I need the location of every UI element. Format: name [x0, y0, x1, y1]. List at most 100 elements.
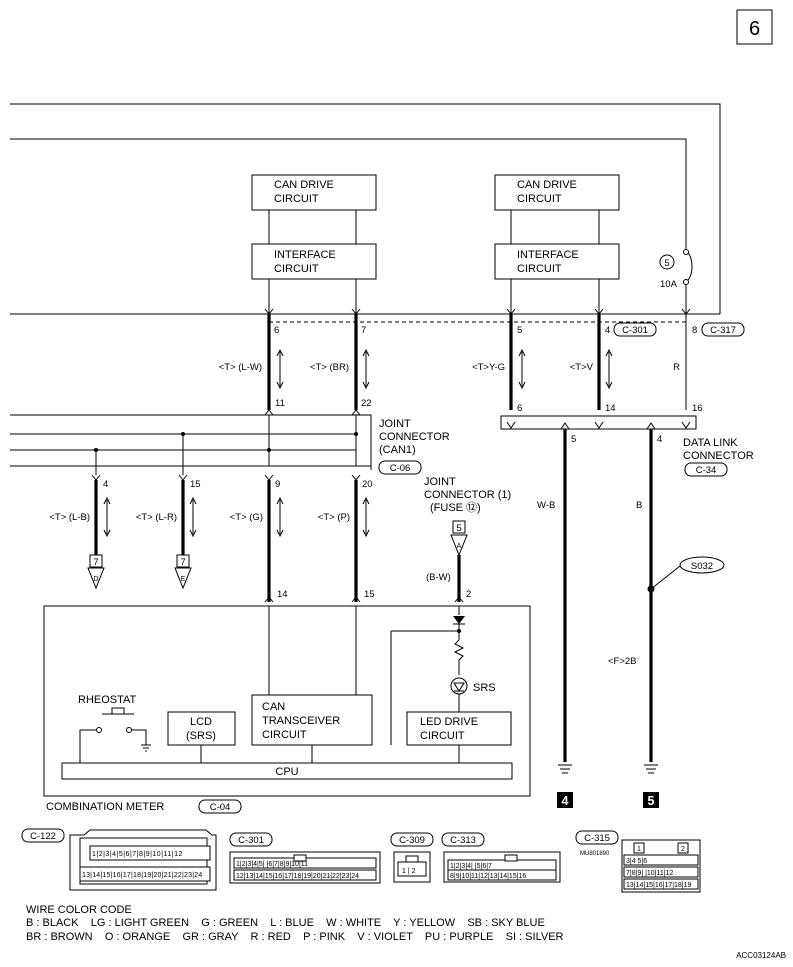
svg-text:R: R — [673, 362, 680, 373]
svg-text:2: 2 — [466, 589, 471, 600]
svg-text:12|13|14|15|16|17|18|19|20|21|: 12|13|14|15|16|17|18|19|20|21|22|23|24 — [236, 873, 359, 880]
svg-text:5: 5 — [648, 794, 655, 808]
connector-c309-face: 1 | 2 — [393, 851, 431, 883]
fuse-number: 5 — [664, 258, 669, 269]
svg-text:<T>Y-G: <T>Y-G — [472, 362, 505, 373]
connector-code: MU801890 — [580, 851, 610, 857]
svg-text:1 | 2: 1 | 2 — [402, 868, 416, 875]
color-code-title: WIRE COLOR CODE — [26, 904, 132, 916]
connector-c06-label: C-06 — [390, 463, 411, 474]
svg-text:5: 5 — [456, 523, 461, 534]
svg-text:11: 11 — [275, 398, 285, 409]
svg-text:4: 4 — [562, 794, 569, 808]
svg-text:LED DRIVE: LED DRIVE — [420, 716, 478, 728]
svg-text:4: 4 — [103, 479, 108, 490]
page-number-box — [736, 9, 773, 45]
svg-text:20: 20 — [362, 479, 373, 490]
svg-text:CIRCUIT: CIRCUIT — [517, 193, 562, 205]
svg-text:DATA LINK: DATA LINK — [683, 437, 738, 449]
svg-text:14: 14 — [277, 589, 288, 600]
svg-text:JOINT: JOINT — [424, 476, 456, 488]
connector-c301-label: C-301 — [622, 325, 648, 336]
svg-text:<T> (L-W): <T> (L-W) — [219, 362, 262, 373]
ground-ref-5 — [643, 792, 659, 808]
c309-label: C-309 — [399, 835, 425, 846]
svg-text:7: 7 — [93, 557, 98, 568]
svg-text:A: A — [457, 543, 462, 550]
svg-text:CONNECTOR (1): CONNECTOR (1) — [424, 489, 511, 501]
document-code: ACC03124AB — [736, 951, 786, 960]
svg-text:CIRCUIT: CIRCUIT — [517, 263, 562, 275]
color-code-line1: B : BLACK LG : LIGHT GREEN G : GREEN L :… — [26, 917, 545, 929]
svg-text:9: 9 — [275, 479, 280, 490]
ground-ref-4 — [557, 792, 573, 808]
svg-text:<F>2B: <F>2B — [608, 656, 637, 667]
c313-label: C-313 — [450, 835, 476, 846]
svg-text:14: 14 — [605, 403, 616, 414]
svg-text:CIRCUIT: CIRCUIT — [420, 730, 465, 742]
svg-text:15: 15 — [364, 589, 375, 600]
ref-arrow-e: 7 E — [174, 554, 192, 590]
svg-text:<T> (L-B): <T> (L-B) — [49, 512, 90, 523]
svg-text:TRANSCEIVER: TRANSCEIVER — [262, 715, 340, 727]
ref-arrow-d: 7 D — [87, 554, 105, 590]
svg-text:1: 1 — [637, 846, 641, 853]
svg-text:(CAN1): (CAN1) — [379, 444, 416, 456]
c301-label: C-301 — [238, 835, 264, 846]
svg-text:W-B: W-B — [537, 500, 555, 511]
svg-text:(SRS): (SRS) — [186, 730, 216, 742]
c122-label: C-122 — [30, 831, 56, 842]
can-transceiver-circuit — [251, 694, 373, 746]
svg-text:CONNECTOR: CONNECTOR — [379, 431, 450, 443]
svg-text:2: 2 — [681, 846, 685, 853]
connector-c315-face: 1 2 3|4 5|6 7|8|9| |10|11|12 13|14|15|16… — [621, 839, 701, 893]
svg-text:1|2|3|4| |5|6|7: 1|2|3|4| |5|6|7 — [450, 863, 492, 870]
svg-text:4: 4 — [605, 325, 610, 336]
svg-text:22: 22 — [361, 398, 372, 409]
ground-symbol-internal — [141, 744, 151, 752]
page-number: 6 — [749, 18, 760, 40]
svg-text:5: 5 — [517, 325, 522, 336]
svg-text:COMBINATION METER: COMBINATION METER — [46, 801, 164, 813]
svg-text:CIRCUIT: CIRCUIT — [274, 193, 319, 205]
connector-c301-face: 1|2|3|4|5| |6|7|8|9|10|11 12|13|14|15|16… — [229, 851, 381, 884]
svg-text:JOINT: JOINT — [379, 418, 411, 430]
connector-c313-face: 1|2|3|4| |5|6|7 8|9|10|11|12|13|14|15|16 — [443, 851, 561, 883]
svg-text:<T> (L-R): <T> (L-R) — [136, 512, 177, 523]
ground-symbols — [558, 764, 658, 774]
fuse-number-circle — [659, 254, 675, 270]
svg-text:(B-W): (B-W) — [426, 572, 451, 583]
svg-text:7|8|9| |10|11|12: 7|8|9| |10|11|12 — [626, 870, 673, 877]
svg-text:CPU: CPU — [275, 766, 298, 778]
splice-s032 — [679, 556, 725, 574]
wire-fuse-feed — [10, 138, 687, 250]
svg-text:13|14|15|16|17|18|19|20|21|22|: 13|14|15|16|17|18|19|20|21|22|23|24 — [82, 872, 202, 879]
diode — [453, 616, 465, 624]
interface-circuit-right — [494, 243, 620, 280]
svg-text:(FUSE ⑫): (FUSE ⑫) — [430, 501, 481, 514]
svg-text:4: 4 — [657, 434, 662, 445]
svg-text:7: 7 — [180, 557, 185, 568]
svg-text:CAN DRIVE: CAN DRIVE — [517, 179, 577, 191]
c315-label: C-315 — [584, 833, 610, 844]
svg-text:16: 16 — [692, 403, 703, 414]
svg-text:6: 6 — [274, 325, 279, 336]
svg-text:B: B — [636, 500, 642, 511]
svg-text:<T> (BR): <T> (BR) — [310, 362, 349, 373]
svg-text:6: 6 — [517, 403, 522, 414]
rheostat-label: RHEOSTAT — [78, 694, 137, 706]
svg-text:8|9|10|11|12|13|14|15|16: 8|9|10|11|12|13|14|15|16 — [450, 873, 526, 880]
connector-c317-label: C-317 — [710, 325, 736, 336]
cpu — [61, 762, 513, 780]
wire-outer-top — [10, 103, 721, 314]
srs-label: SRS — [473, 682, 496, 694]
combination-meter — [43, 605, 531, 797]
svg-text:CAN: CAN — [262, 701, 285, 713]
can-drive-circuit-left — [251, 174, 377, 211]
connector-c122-face: 1|2|3|4|5|6|7|8|9|10|11|12 13|14|15|16|1… — [69, 829, 217, 891]
fuse-rating: 10A — [660, 279, 678, 290]
svg-text:INTERFACE: INTERFACE — [517, 249, 579, 261]
led-drive-circuit — [406, 711, 512, 746]
svg-text:5: 5 — [571, 434, 576, 445]
